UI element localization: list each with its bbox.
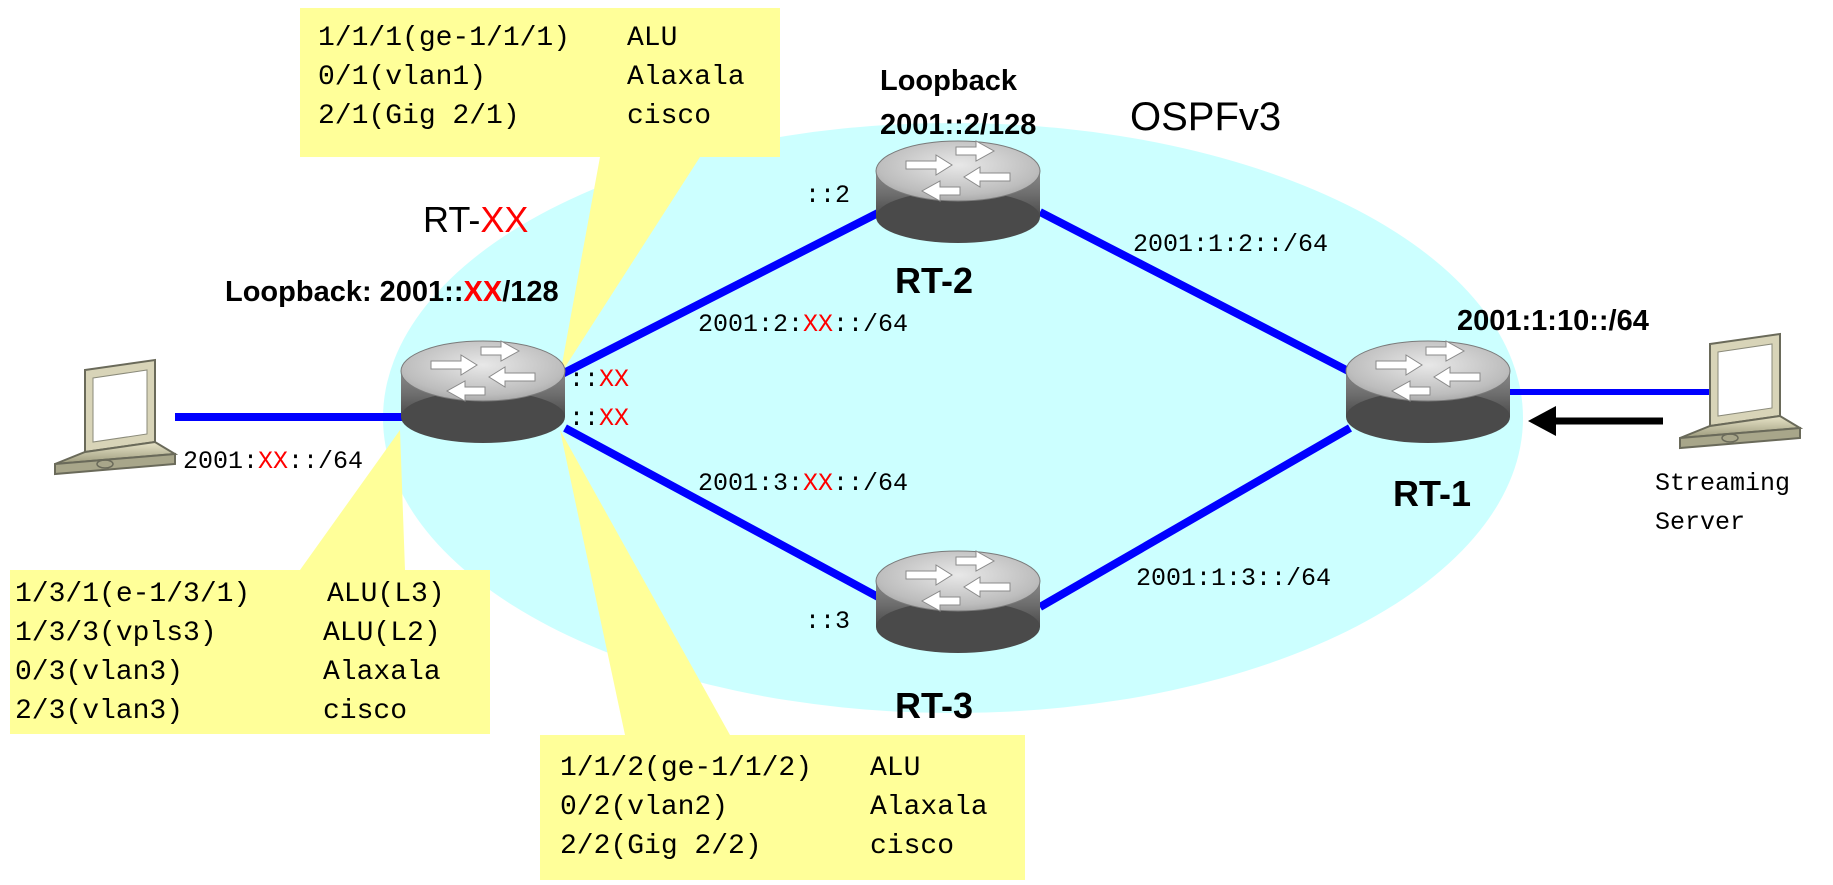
server-label: Streaming Server: [1655, 469, 1790, 537]
rtxx-name: RT-XX: [423, 199, 528, 240]
callout-top: [300, 8, 780, 375]
callout-bl-vendor-2: Alaxala: [323, 657, 441, 688]
callout-top-vendor-1: Alaxala: [627, 62, 745, 93]
rt1-name: RT-1: [1393, 473, 1471, 514]
callout-bottom-left-text: 1/3/1(e-1/3/1) ALU(L3) 1/3/3(vpls3) ALU(…: [15, 579, 445, 727]
callout-bottom-center-text: 1/1/2(ge-1/1/2) ALU 0/2(vlan2) Alaxala 2…: [560, 753, 988, 862]
callout-bl-port-3: 2/3(vlan3): [15, 696, 183, 727]
subnet-pc-rtxx: 2001:XX::/64: [183, 447, 363, 476]
callout-bl-vendor-3: cisco: [323, 696, 407, 727]
callout-top-vendor-0: ALU: [627, 23, 677, 54]
callout-top-vendor-2: cisco: [627, 101, 711, 132]
server-label-line2: Server: [1655, 508, 1745, 537]
router-rtxx-icon[interactable]: [400, 340, 566, 444]
callout-bl-vendor-1: ALU(L2): [323, 618, 441, 649]
callout-top-text: 1/1/1(ge-1/1/1) ALU 0/1(vlan1) Alaxala 2…: [318, 23, 745, 132]
client-laptop-icon[interactable]: [54, 359, 176, 475]
callout-bottom-left: [10, 430, 490, 734]
callout-bl-port-2: 0/3(vlan3): [15, 657, 183, 688]
rt3-if-label: ::3: [805, 607, 850, 636]
router-rt2-icon[interactable]: [875, 140, 1041, 244]
subnet-rt1-server: 2001:1:10::/64: [1457, 305, 1649, 337]
link-rtxx-rt2: [558, 208, 882, 379]
callout-bc-vendor-1: Alaxala: [870, 792, 988, 823]
router-rt3-icon[interactable]: [875, 550, 1041, 654]
rtxx-label-group: RT-XX Loopback: 2001::XX/128 ::XX ::XX: [225, 199, 629, 433]
stream-arrow-icon: [1528, 406, 1663, 436]
subnet-rt3-rt1: 2001:1:3::/64: [1136, 564, 1331, 593]
subnet-labels: 2001:2:XX::/64 2001:3:XX::/64 2001:1:2::…: [183, 230, 1649, 593]
subnet-rt2-rt1: 2001:1:2::/64: [1133, 230, 1328, 259]
callout-bl-port-0: 1/3/1(e-1/3/1): [15, 579, 250, 610]
callout-bc-vendor-2: cisco: [870, 831, 954, 862]
callout-bc-port-0: 1/1/2(ge-1/1/2): [560, 753, 812, 784]
rt2-label-group: Loopback 2001::2/128 ::2 RT-2: [805, 65, 1036, 301]
callout-bc-port-2: 2/2(Gig 2/2): [560, 831, 762, 862]
rt2-name: RT-2: [895, 260, 973, 301]
callout-bc-vendor-0: ALU: [870, 753, 920, 784]
callout-bl-vendor-0: ALU(L3): [327, 579, 445, 610]
callout-top-port-2: 2/1(Gig 2/1): [318, 101, 520, 132]
callout-bottom-center: [540, 430, 1025, 880]
rtxx-if-down-label: ::XX: [569, 404, 629, 433]
rt2-loopback-line2: 2001::2/128: [880, 109, 1036, 141]
rtxx-if-up-label: ::XX: [569, 365, 629, 394]
callout-top-port-0: 1/1/1(ge-1/1/1): [318, 23, 570, 54]
rt3-label-group: ::3 RT-3: [805, 607, 973, 726]
rtxx-loopback: Loopback: 2001::XX/128: [225, 276, 559, 308]
subnet-rtxx-rt3: 2001:3:XX::/64: [698, 469, 908, 498]
server-label-line1: Streaming: [1655, 469, 1790, 498]
callout-top-port-1: 0/1(vlan1): [318, 62, 486, 93]
rt3-name: RT-3: [895, 685, 973, 726]
ospf-area-label: OSPFv3: [1130, 95, 1281, 139]
ospf-area-cloud: [383, 123, 1523, 713]
link-rtxx-rt3: [563, 424, 882, 602]
callout-bc-port-1: 0/2(vlan2): [560, 792, 728, 823]
router-rt1-icon[interactable]: [1345, 340, 1511, 444]
link-rt3-rt1: [1037, 424, 1353, 611]
rt2-if-label: ::2: [805, 181, 850, 210]
callout-bl-port-1: 1/3/3(vpls3): [15, 618, 217, 649]
rt2-loopback-line1: Loopback: [880, 65, 1018, 97]
link-rt2-rt1: [1038, 208, 1358, 379]
subnet-rtxx-rt2: 2001:2:XX::/64: [698, 310, 908, 339]
